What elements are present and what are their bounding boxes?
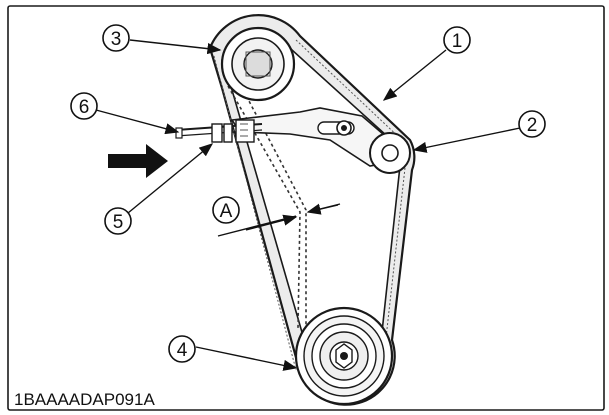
callout-label-3: 3 [111,29,122,50]
callout-6: 6 [70,92,98,120]
push-direction-arrow [108,144,168,178]
upper-pulley [220,26,296,102]
callout-leaders [95,39,521,371]
callout-label-5: 5 [113,212,124,233]
lower-pulley [294,306,394,406]
callout-A: A [212,196,240,224]
callout-2: 2 [518,110,546,138]
callout-label-1: 1 [452,31,463,52]
callout-5: 5 [104,207,132,235]
deflection-dimension [217,203,341,237]
dimension-label-A: A [220,201,233,222]
callout-label-2: 2 [527,115,538,136]
adjusting-bolt-assembly [175,119,263,143]
callout-label-6: 6 [79,97,90,118]
callout-1: 1 [443,26,471,54]
tension-pulley [369,132,411,174]
callout-4: 4 [168,335,196,363]
callout-label-4: 4 [177,340,188,361]
callout-3: 3 [102,24,130,52]
diagram-frame [7,5,605,411]
image-code: 1BAAAADAP091A [14,390,155,409]
